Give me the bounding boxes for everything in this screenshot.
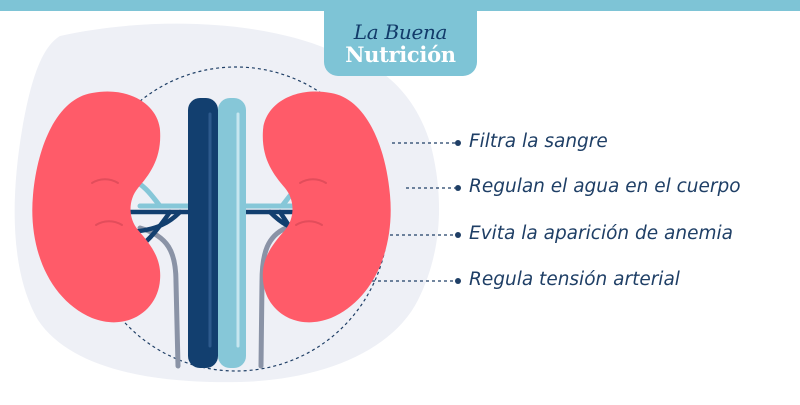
connector-dots	[455, 140, 461, 284]
function-label-1: Filtra la sangre	[469, 131, 608, 152]
kidney-left	[32, 91, 161, 323]
logo-line1: La Buena	[353, 20, 448, 44]
vein-trunk	[188, 98, 218, 368]
artery-trunk	[218, 98, 246, 368]
connector-dot-3	[455, 232, 461, 238]
function-label-4: Regula tensión arterial	[469, 269, 680, 290]
kidney-right	[262, 91, 391, 323]
connector-dot-2	[455, 185, 461, 191]
function-label-2: Regulan el agua en el cuerpo	[469, 176, 741, 197]
connector-dot-1	[455, 140, 461, 146]
kidney-details	[91, 178, 327, 226]
connector-lines	[372, 142, 455, 282]
logo: La Buena Nutrición	[324, 8, 477, 76]
connector-dot-4	[455, 278, 461, 284]
logo-line2: Nutrición	[345, 42, 456, 67]
ureter-right	[258, 225, 289, 369]
top-accent-bar	[0, 0, 800, 11]
function-label-3: Evita la aparición de anemia	[469, 223, 733, 244]
